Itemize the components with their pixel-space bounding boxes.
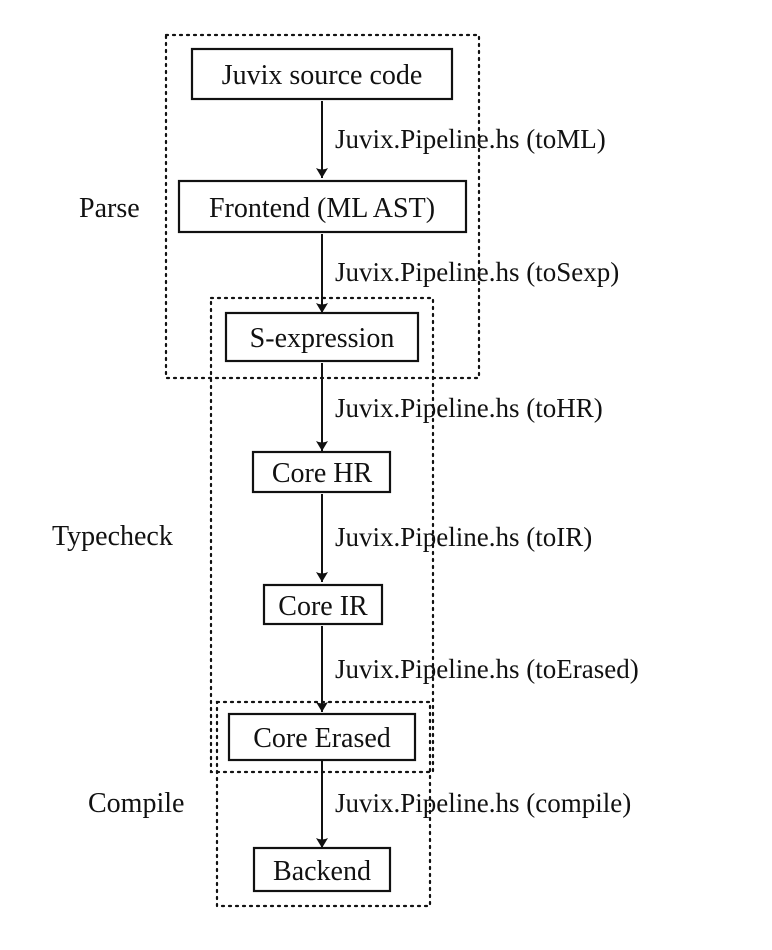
node-core-ir-label: Core IR <box>278 591 368 622</box>
compile-group-label: Compile <box>88 788 184 819</box>
node-core-hr-label: Core HR <box>272 458 373 489</box>
node-frontend-ml-ast-label: Frontend (ML AST) <box>209 193 435 224</box>
node-backend-label: Backend <box>273 856 371 887</box>
node-core-ir: Core IR <box>262 583 384 626</box>
node-core-erased: Core Erased <box>227 712 417 762</box>
edge-label-compile: Juvix.Pipeline.hs (compile) <box>335 788 631 818</box>
edge-label-to-ir: Juvix.Pipeline.hs (toIR) <box>335 522 592 552</box>
edge-label-to-erased: Juvix.Pipeline.hs (toErased) <box>335 654 639 684</box>
edge-label-to-ml: Juvix.Pipeline.hs (toML) <box>335 124 606 154</box>
node-backend: Backend <box>252 846 392 893</box>
node-juvix-source-code-label: Juvix source code <box>222 60 423 91</box>
node-s-expression: S-expression <box>224 311 420 363</box>
edge-label-to-sexp: Juvix.Pipeline.hs (toSexp) <box>335 257 619 287</box>
node-juvix-source-code: Juvix source code <box>190 47 454 101</box>
node-core-hr: Core HR <box>251 450 392 494</box>
node-core-erased-label: Core Erased <box>253 723 391 754</box>
parse-group-label: Parse <box>79 193 140 224</box>
node-s-expression-label: S-expression <box>250 323 395 354</box>
edge-label-to-hr: Juvix.Pipeline.hs (toHR) <box>335 393 603 423</box>
typecheck-group-label: Typecheck <box>52 521 173 552</box>
node-frontend-ml-ast: Frontend (ML AST) <box>177 179 468 234</box>
